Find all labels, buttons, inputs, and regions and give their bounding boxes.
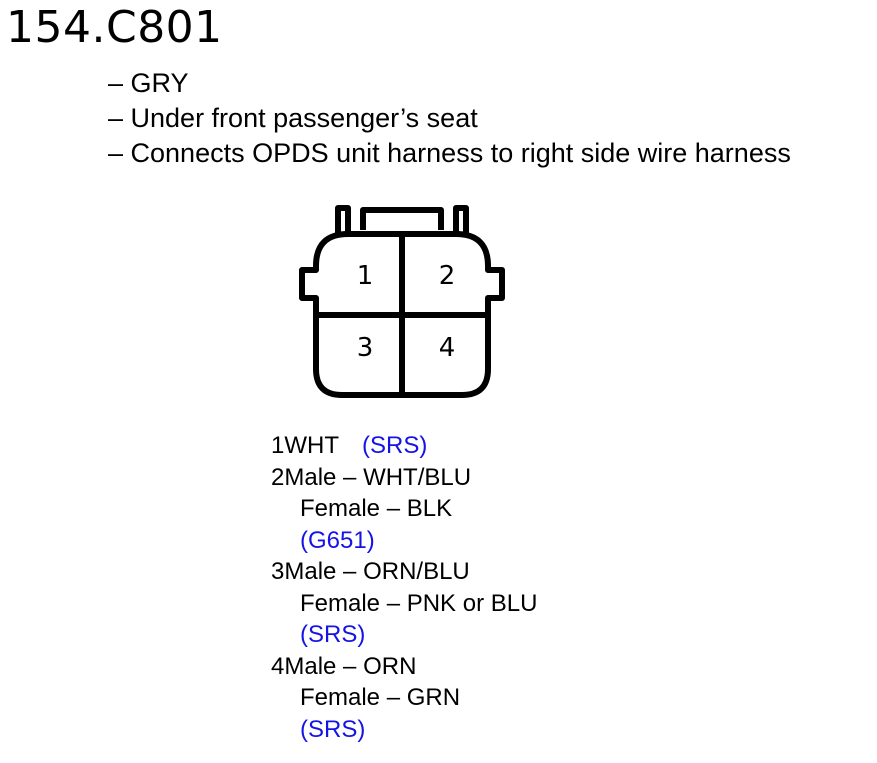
connector-latch bbox=[453, 205, 469, 234]
pin-1-label: 1 bbox=[357, 261, 374, 291]
connector-location: – Under front passenger’s seat bbox=[108, 103, 478, 133]
pin-1-entry: 1WHT (SRS) bbox=[271, 430, 537, 462]
pin-4-entry: 4Male – ORN bbox=[271, 651, 537, 683]
pin-4-label: 4 bbox=[439, 333, 456, 363]
connector-color: – GRY bbox=[108, 68, 189, 98]
connector-details: – GRY – Under front passenger’s seat – C… bbox=[108, 66, 791, 171]
pin-number: 3 bbox=[271, 558, 285, 585]
pin-male-wire: Male – WHT/BLU bbox=[284, 463, 472, 491]
pin-female-wire: Female – PNK or BLU bbox=[300, 589, 538, 617]
pinout-list: 1WHT (SRS) 2Male – WHT/BLU Female – BLK (… bbox=[271, 430, 537, 745]
pin-reference: (G651) bbox=[300, 526, 375, 554]
pin-reference: (SRS) bbox=[300, 715, 366, 743]
pin-2-label: 2 bbox=[439, 261, 456, 291]
pin-reference: (SRS) bbox=[300, 621, 366, 648]
pin-male-wire: Male – ORN bbox=[284, 652, 417, 680]
pin-3-entry: 3Male – ORN/BLU bbox=[271, 556, 537, 588]
pin-number: 2 bbox=[271, 463, 285, 491]
pin-number: 4 bbox=[271, 652, 285, 680]
pin-reference: (SRS) bbox=[362, 432, 428, 459]
pin-female-wire: Female – GRN bbox=[300, 684, 461, 711]
connector-housing bbox=[299, 231, 505, 398]
connector-face-diagram: 1 2 3 4 bbox=[299, 205, 505, 398]
pin-3-label: 3 bbox=[357, 333, 374, 363]
connector-description: – Connects OPDS unit harness to right si… bbox=[108, 138, 791, 168]
pin-wire-color: WHT bbox=[284, 432, 340, 459]
connector-latch bbox=[360, 207, 444, 230]
pin-2-entry: 2Male – WHT/BLU bbox=[271, 462, 537, 494]
connector-latch bbox=[335, 205, 351, 234]
pin-male-wire: Male – ORN/BLU bbox=[284, 558, 470, 585]
connector-title: 154.C801 bbox=[6, 2, 223, 53]
pin-female-wire: Female – BLK bbox=[300, 495, 453, 522]
pin-number: 1 bbox=[271, 432, 285, 459]
